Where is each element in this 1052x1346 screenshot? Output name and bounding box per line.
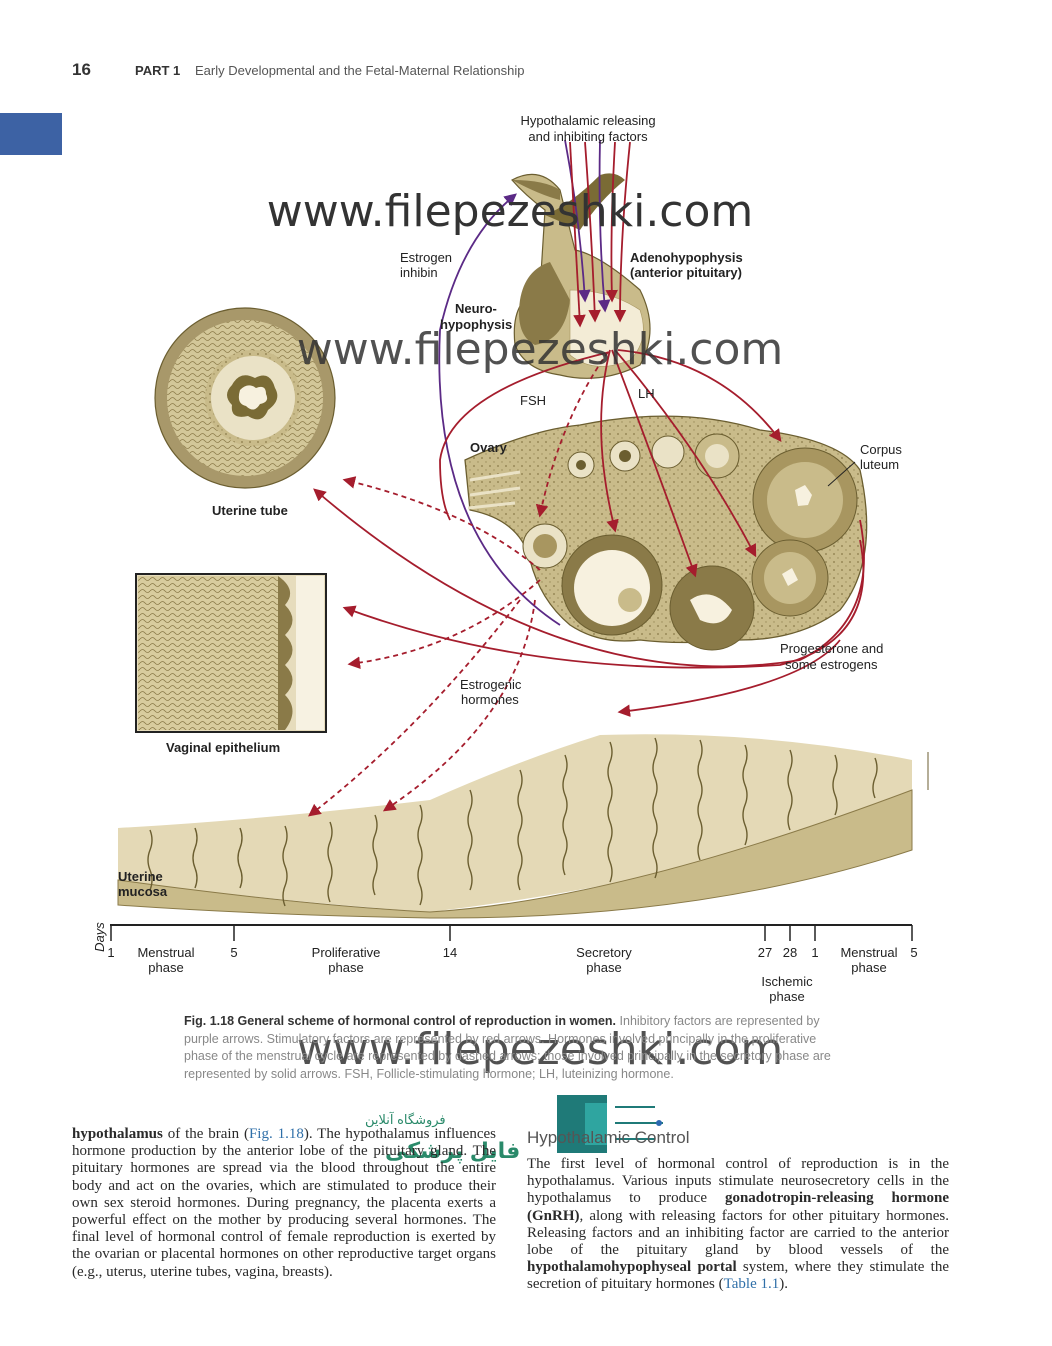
- caption-body: Inhibitory factors are represented by pu…: [184, 1014, 831, 1081]
- stimulatory-dashed-arrows: [308, 351, 609, 817]
- text-fragment: , along with releasing factors for other…: [527, 1207, 949, 1259]
- tick-day: 5: [910, 945, 917, 960]
- label-estrogen: Estrogen: [400, 250, 452, 265]
- figure-caption: Fig. 1.18 General scheme of hormonal con…: [184, 1013, 844, 1083]
- watermark-top: www.filepezeshki.com: [267, 186, 754, 237]
- uterine-tube-illustration: [154, 307, 336, 489]
- section-heading: Hypothalamic Control: [527, 1128, 690, 1147]
- tick-day: 28: [783, 945, 797, 960]
- label-some-estrogens: some estrogens: [785, 657, 878, 672]
- watermark-bottom: www.filepezeshki.com: [297, 1024, 784, 1075]
- phase-label: phase: [851, 960, 886, 975]
- tick-day: 1: [107, 945, 114, 960]
- label-mucosa: mucosa: [118, 884, 168, 899]
- caption-label: Fig. 1.18: [184, 1014, 235, 1028]
- cycle-timeline: Days 1 5 14 27 28 1 5 Menstrual phase Pr…: [92, 922, 918, 1004]
- term-portal-system: hypothalamohypophyseal portal: [527, 1259, 737, 1276]
- label-estrogenic: Estrogenic: [460, 677, 522, 692]
- label-anterior-pituitary: (anterior pituitary): [630, 265, 742, 280]
- part-title: Early Developmental and the Fetal-Matern…: [195, 63, 525, 78]
- figure-reference-link[interactable]: Fig. 1.18: [248, 1126, 304, 1142]
- inhibitory-arrows: [438, 139, 611, 626]
- ovary-illustration: [464, 415, 868, 651]
- pituitary-gland: [511, 173, 651, 379]
- label-neuro: Neuro-: [455, 301, 497, 316]
- label-ovary: Ovary: [470, 440, 508, 455]
- label-progesterone: Progesterone and: [780, 641, 883, 656]
- uterine-mucosa-illustration: [117, 734, 929, 919]
- logo-text: فروشگاه آنلاین: [365, 1112, 446, 1127]
- vaginal-epithelium-illustration: [135, 573, 327, 733]
- label-adenohypophysis: Adenohypophysis: [630, 250, 743, 265]
- label-fsh: FSH: [520, 393, 546, 408]
- phase-secretory: Secretory: [576, 945, 632, 960]
- label-hypothalamic-2: and inhibiting factors: [528, 129, 648, 144]
- side-tab-marker: [0, 113, 62, 155]
- label-luteum: luteum: [860, 457, 899, 472]
- phase-ischemic: Ischemic: [761, 974, 813, 989]
- tick-day: 5: [230, 945, 237, 960]
- logo-subtext: فایل پزشکی: [385, 1138, 521, 1163]
- text-fragment: ).: [779, 1276, 788, 1293]
- term-gnrh: gonadotropin-releasing hormone (GnRH): [527, 1190, 949, 1224]
- page-number: 16: [72, 60, 91, 79]
- body-text-left: hypothalamus of the brain (Fig. 1.18). T…: [72, 1126, 496, 1281]
- phase-proliferative: Proliferative: [312, 945, 381, 960]
- phase-label: phase: [769, 989, 804, 1004]
- text-fragment: The first level of hormonal control of r…: [527, 1156, 949, 1207]
- watermark-middle: www.filepezeshki.com: [297, 324, 784, 375]
- text-fragment: ). The hypothalamus influences hormone p…: [72, 1126, 496, 1280]
- phase-label: phase: [148, 960, 183, 975]
- text-fragment: of the brain (: [162, 1126, 249, 1142]
- text-fragment: system, where they stimulate the secreti…: [527, 1259, 949, 1293]
- label-corpus: Corpus: [860, 442, 902, 457]
- tick-day: 27: [758, 945, 772, 960]
- label-hormones: hormones: [461, 692, 519, 707]
- tick-day: 14: [443, 945, 457, 960]
- label-uterine-tube: Uterine tube: [212, 503, 288, 518]
- label-hypophysis: hypophysis: [440, 317, 512, 332]
- stimulatory-solid-arrows: [313, 141, 865, 718]
- label-vaginal-epithelium: Vaginal epithelium: [166, 740, 280, 755]
- phase-menstrual: Menstrual: [137, 945, 194, 960]
- label-lh: LH: [638, 386, 655, 401]
- tick-day: 1: [811, 945, 818, 960]
- phase-label: phase: [328, 960, 363, 975]
- term-hypothalamus: hypothalamus: [72, 1126, 163, 1142]
- caption-title: General scheme of hormonal control of re…: [237, 1014, 617, 1028]
- phase-menstrual-2: Menstrual: [840, 945, 897, 960]
- part-label: PART 1: [135, 63, 181, 78]
- figure-labels: Hypothalamic releasing and inhibiting fa…: [118, 113, 902, 899]
- table-reference-link[interactable]: Table 1.1: [723, 1276, 780, 1293]
- body-text-right: The first level of hormonal control of r…: [527, 1156, 949, 1294]
- label-hypothalamic-1: Hypothalamic releasing: [520, 113, 655, 128]
- label-inhibin: inhibin: [400, 265, 438, 280]
- label-uterine: Uterine: [118, 869, 163, 884]
- days-axis-label: Days: [92, 922, 107, 952]
- phase-label: phase: [586, 960, 621, 975]
- store-logo: [557, 1095, 663, 1153]
